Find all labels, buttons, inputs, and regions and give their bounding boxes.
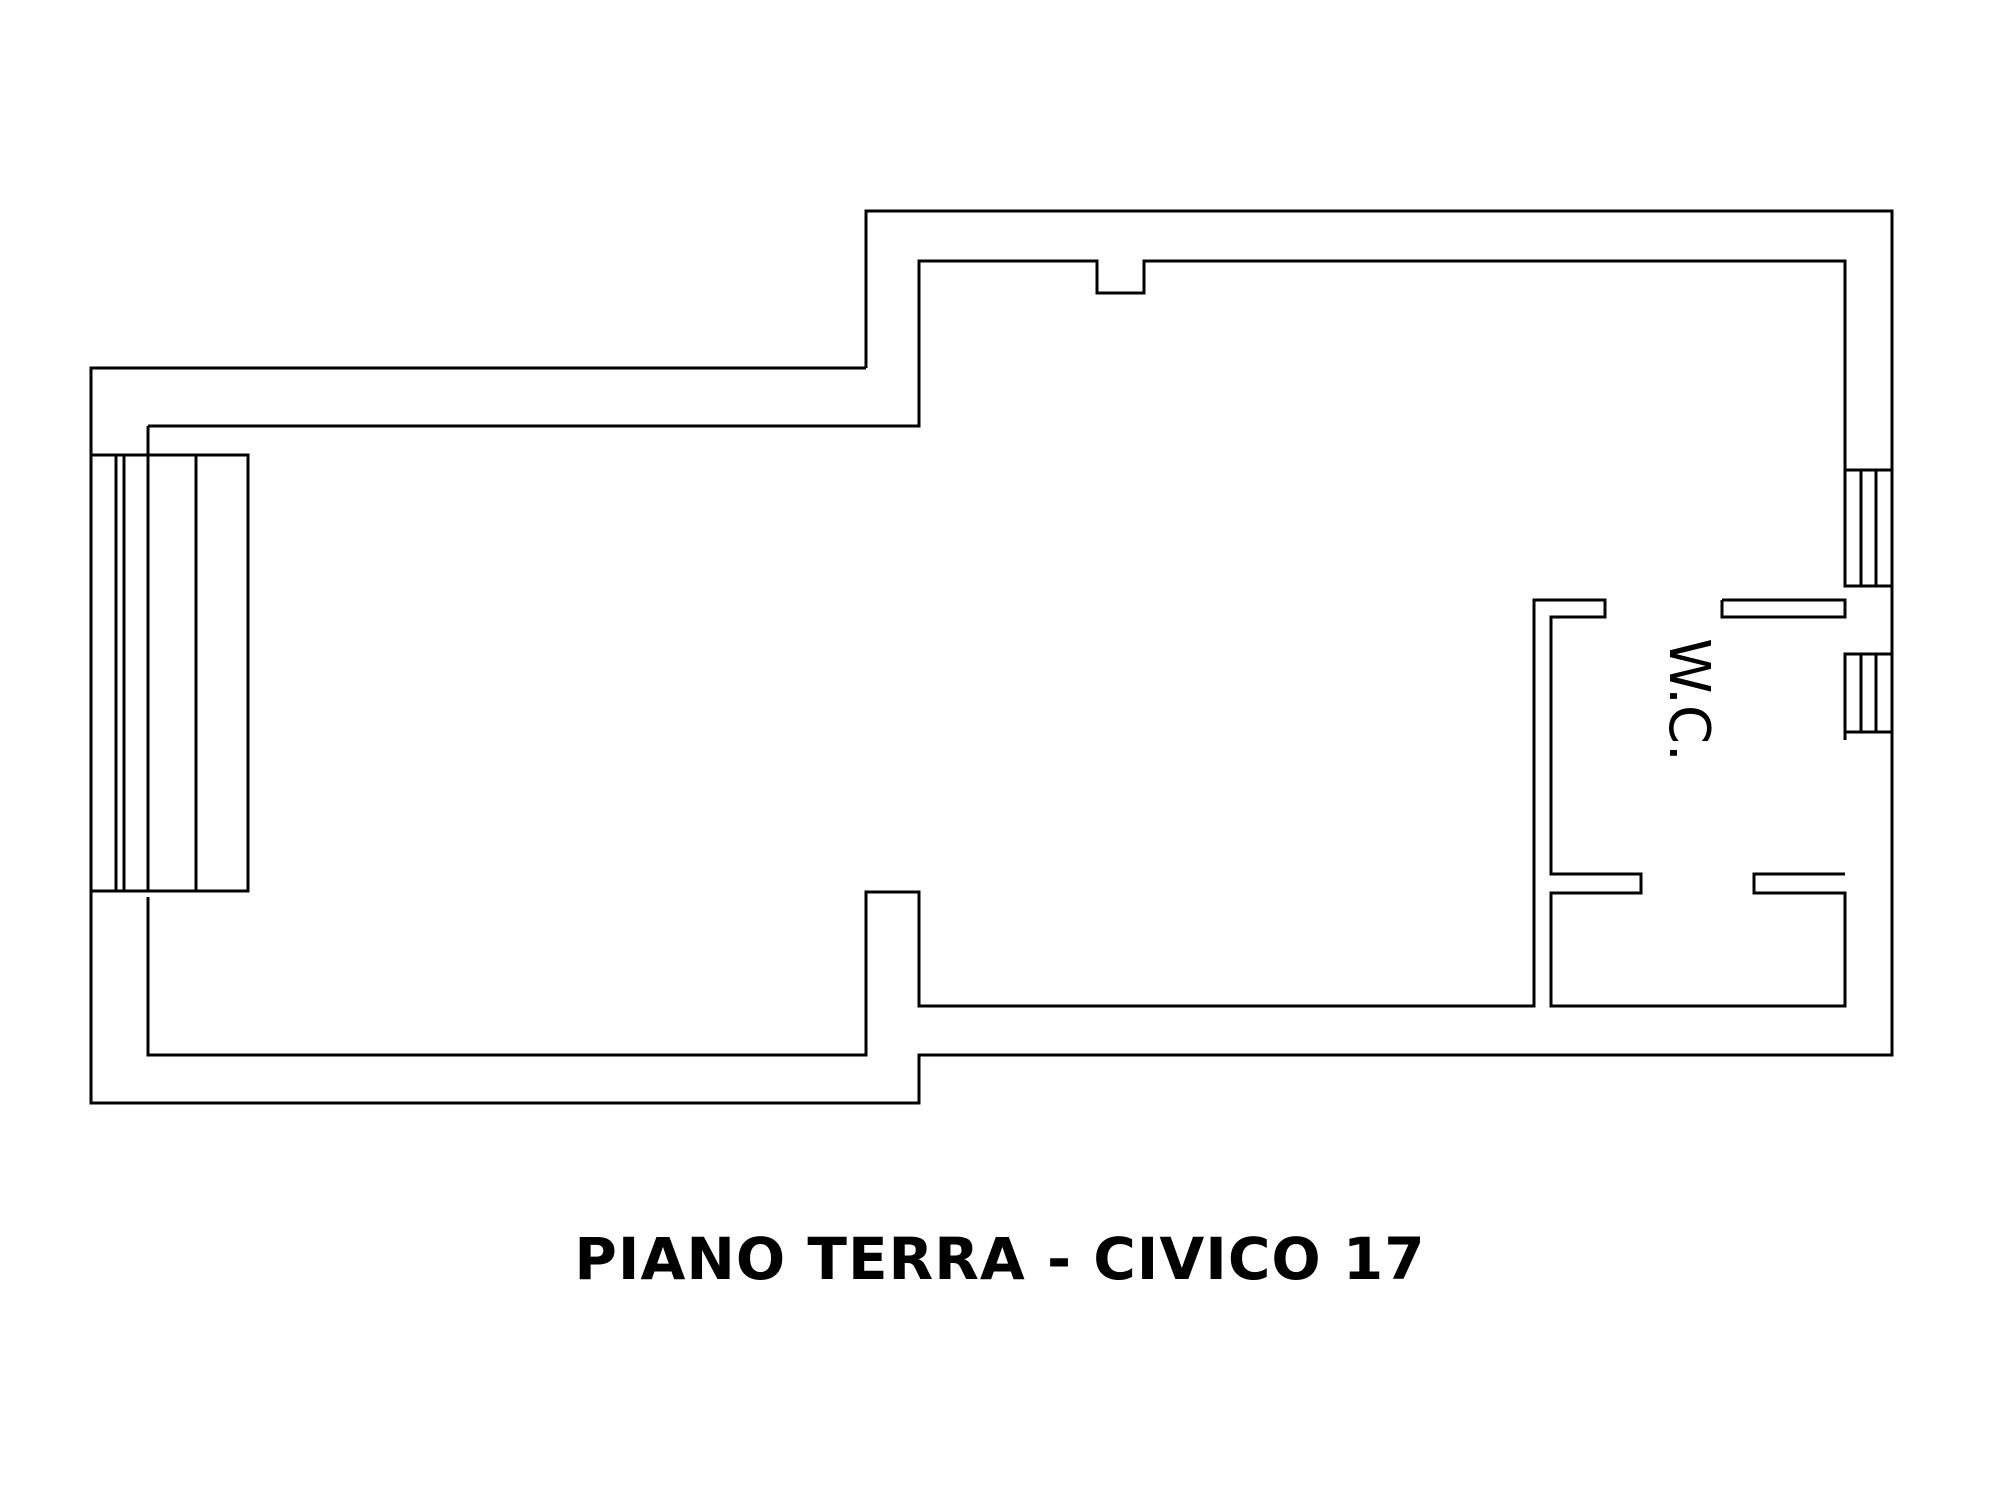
plan-title: PIANO TERRA - CIVICO 17 (574, 1225, 1426, 1293)
wc-partition-top (1720, 598, 1847, 619)
inner-wall-left-bottom (146, 598, 1847, 1057)
entrance-steps (89, 453, 250, 893)
window-right-lower (1843, 652, 1894, 734)
room-label-wc: W.C. (1656, 638, 1721, 762)
outer-wall (89, 209, 1894, 1105)
inner-wall-left-top (148, 259, 1847, 470)
window-right-upper (1843, 468, 1894, 588)
